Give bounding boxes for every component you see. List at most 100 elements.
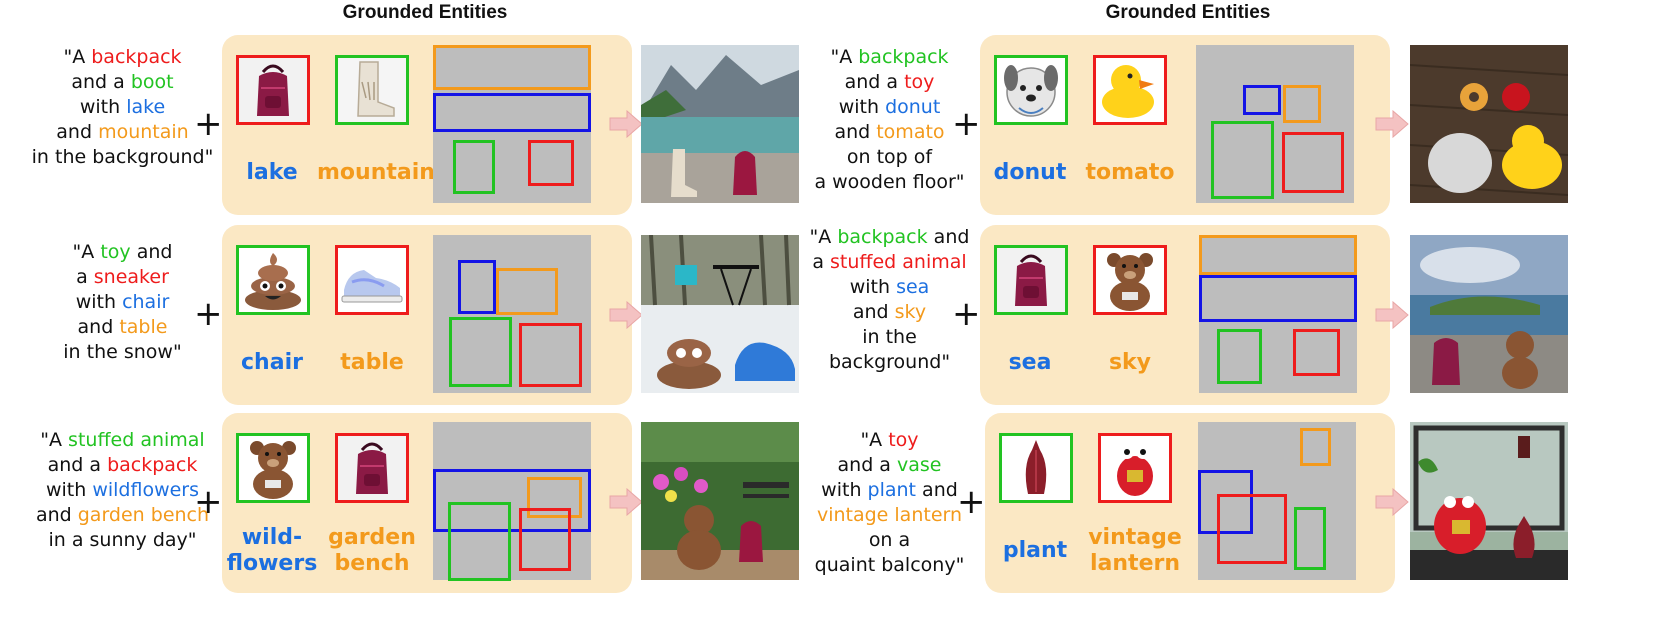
rubber-duck-icon <box>1093 55 1167 125</box>
prompt-segment: on top of <box>846 146 933 168</box>
bounding-box <box>519 508 571 571</box>
prompt-line: background" <box>787 350 992 375</box>
prompt-segment: "A <box>40 429 69 451</box>
prompt-entity: toy <box>100 241 131 263</box>
prompt-line: with donut <box>787 95 992 120</box>
arrow-right-icon <box>1375 487 1409 517</box>
vase-icon <box>999 433 1073 503</box>
prompt-entity: backpack <box>107 454 198 476</box>
generated-image <box>641 235 799 393</box>
generated-image <box>641 45 799 203</box>
prompt-line: and table <box>20 315 225 340</box>
plus-icon: + <box>952 104 981 144</box>
prompt-segment: and a <box>71 71 131 93</box>
bounding-box <box>527 477 582 518</box>
arrow-right-icon <box>609 487 643 517</box>
plus-icon: + <box>952 294 981 334</box>
prompt-line: in the snow" <box>20 340 225 365</box>
prompt-segment: and a <box>47 454 108 476</box>
entity-label: garden bench <box>328 525 416 576</box>
bounding-box <box>496 268 558 315</box>
arrow-right-icon <box>1375 300 1409 330</box>
prompt-line: a sneaker <box>20 265 225 290</box>
bounding-box <box>1198 470 1253 534</box>
teddy-bear-icon <box>1093 245 1167 315</box>
prompt-entity: stuffed animal <box>68 429 205 451</box>
prompt-segment: and a <box>837 454 897 476</box>
entity-label: tomato <box>1085 160 1175 185</box>
prompt-entity: table <box>119 316 168 338</box>
bounding-box <box>449 317 512 387</box>
prompt-line: in the background" <box>20 145 225 170</box>
generated-image <box>1410 422 1568 580</box>
red-plush-toy-icon <box>1098 433 1172 503</box>
bounding-box <box>1211 121 1274 199</box>
prompt-segment: quaint balcony" <box>814 554 965 576</box>
prompt-entity: vase <box>896 454 942 476</box>
prompt-entity: wildflowers <box>92 479 200 501</box>
prompt-line: "A backpack <box>20 45 225 70</box>
bounding-box <box>1294 507 1326 570</box>
bounding-box <box>458 260 496 314</box>
prompt-line: "A toy <box>787 428 992 453</box>
prompt-segment: and <box>35 504 78 526</box>
prompt-entity: toy <box>888 429 919 451</box>
prompt-line: in the <box>787 325 992 350</box>
layout-canvas <box>1196 45 1354 203</box>
prompt-segment: a <box>76 266 94 288</box>
prompt-segment: and <box>77 316 120 338</box>
prompt-segment: "A <box>72 241 101 263</box>
generated-image <box>1410 45 1568 203</box>
entity-label: table <box>340 350 404 375</box>
entity-label: sea <box>1008 350 1052 375</box>
poop-emoji-icon <box>236 245 310 315</box>
prompt-segment: and <box>927 226 970 248</box>
prompt-segment: on a <box>868 529 911 551</box>
prompt-segment: with <box>79 96 127 118</box>
header-left: Grounded Entities <box>342 2 508 23</box>
prompt-entity: stuffed animal <box>830 251 967 273</box>
prompt-line: and a boot <box>20 70 225 95</box>
prompt-segment: background" <box>828 351 951 373</box>
prompt-entity: backpack <box>858 46 949 68</box>
prompt-line: vintage lantern <box>787 503 992 528</box>
layout-canvas <box>1199 235 1357 393</box>
dog-backpack-icon <box>994 55 1068 125</box>
prompt-entity: chair <box>122 291 170 313</box>
prompt-segment: with <box>75 291 123 313</box>
bounding-box <box>453 140 495 194</box>
prompt-entity: toy <box>904 71 935 93</box>
prompt-segment: with <box>838 96 886 118</box>
prompt-line: "A toy and <box>20 240 225 265</box>
prompt-entity: donut <box>885 96 941 118</box>
prompt-entity: vintage lantern <box>816 504 963 526</box>
prompt-segment: in the snow" <box>63 341 182 363</box>
bounding-box <box>519 323 582 387</box>
prompt-segment: and <box>852 301 895 323</box>
prompt-entity: lake <box>126 96 166 118</box>
prompt-line: and mountain <box>20 120 225 145</box>
backpack-icon <box>236 55 310 125</box>
prompt-line: with wildflowers <box>20 478 225 503</box>
prompt-entity: backpack <box>91 46 182 68</box>
teddy-bear-icon <box>236 433 310 503</box>
plus-icon: + <box>957 482 986 522</box>
header-right: Grounded Entities <box>1105 2 1271 23</box>
entity-label: lake <box>246 160 298 185</box>
prompt-segment: a wooden floor" <box>814 171 965 193</box>
prompt-entity: sneaker <box>93 266 169 288</box>
layout-canvas <box>433 235 591 393</box>
arrow-right-icon <box>609 109 643 139</box>
plus-icon: + <box>194 294 223 334</box>
sneaker-icon <box>335 245 409 315</box>
prompt-segment: and <box>56 121 99 143</box>
prompt-entity: mountain <box>98 121 189 143</box>
prompt-segment: a <box>812 251 830 273</box>
prompt-line: a wooden floor" <box>787 170 992 195</box>
